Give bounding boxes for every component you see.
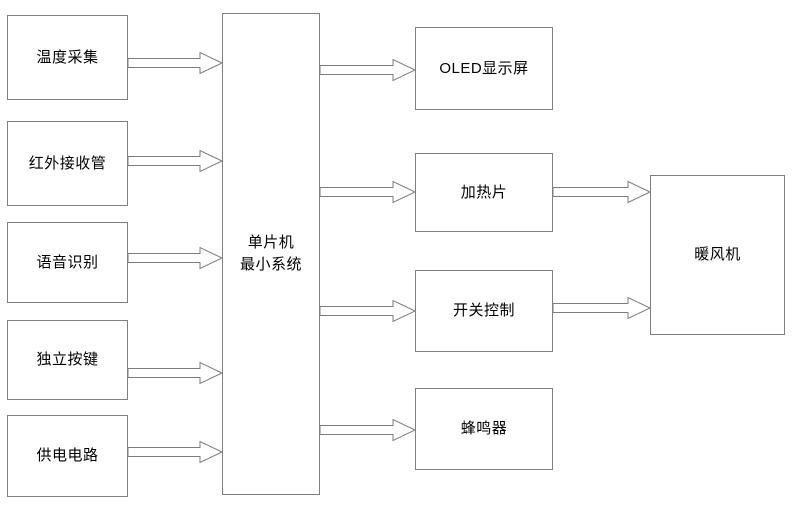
block-voice-recognition[interactable]: 语音识别: [7, 222, 128, 303]
block-mcu-minimum-system[interactable]: 单片机 最小系统: [222, 13, 320, 495]
connector-arrow-mcu-to-oled: [319, 58, 417, 82]
connector-arrow-voice-to-mcu: [127, 246, 224, 270]
block-label-voice-recognition: 语音识别: [36, 253, 99, 271]
connector-arrow-switch-to-blower: [552, 296, 652, 320]
block-switch-control[interactable]: 开关控制: [415, 270, 553, 352]
block-oled-display[interactable]: OLED显示屏: [415, 27, 553, 110]
connector-arrow-heater-to-blower: [552, 180, 652, 204]
block-label-temp-acquisition: 温度采集: [36, 48, 99, 66]
block-label-mcu-minimum-system: 单片机 最小系统: [239, 234, 302, 273]
connector-arrow-mcu-to-heater: [319, 180, 417, 204]
block-label-independent-keys: 独立按键: [36, 351, 99, 369]
block-label-warm-air-blower: 暖风机: [694, 246, 741, 264]
connector-arrow-temp-to-mcu: [127, 51, 224, 75]
block-warm-air-blower[interactable]: 暖风机: [650, 175, 785, 335]
block-heating-plate[interactable]: 加热片: [415, 153, 553, 232]
block-label-heating-plate: 加热片: [460, 183, 508, 201]
block-buzzer[interactable]: 蜂鸣器: [415, 388, 553, 470]
block-independent-keys[interactable]: 独立按键: [7, 320, 128, 400]
block-label-buzzer: 蜂鸣器: [460, 420, 508, 438]
block-label-ir-receiver: 红外接收管: [28, 154, 107, 172]
block-label-switch-control: 开关控制: [452, 302, 515, 320]
connector-arrow-keys-to-mcu: [127, 361, 224, 385]
block-label-oled-display: OLED显示屏: [439, 59, 529, 77]
connector-arrow-mcu-to-switch: [319, 299, 417, 323]
block-label-power-supply-circuit: 供电电路: [36, 447, 99, 465]
connector-arrow-power-to-mcu: [127, 440, 224, 464]
block-ir-receiver[interactable]: 红外接收管: [7, 121, 128, 206]
block-power-supply-circuit[interactable]: 供电电路: [7, 415, 128, 497]
block-temp-acquisition[interactable]: 温度采集: [7, 15, 128, 100]
connector-arrow-ir-to-mcu: [127, 149, 224, 173]
connector-arrow-mcu-to-buzzer: [319, 418, 417, 442]
